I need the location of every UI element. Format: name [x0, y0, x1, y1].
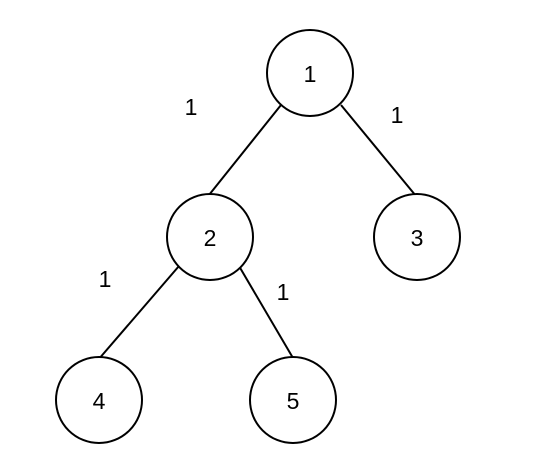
node-1-label: 1	[304, 61, 317, 87]
edge-2-4	[97, 265, 180, 361]
node-5-label: 5	[287, 388, 300, 414]
edge-2-5-weight: 1	[277, 279, 290, 305]
edge-2-4-weight: 1	[99, 266, 112, 292]
edge-2-5	[238, 265, 294, 359]
node-4-circle	[55, 356, 143, 444]
edge-1-2	[208, 104, 282, 196]
node-2-label: 2	[204, 225, 217, 251]
tree-node-2: 2	[166, 193, 254, 281]
edge-1-3-weight: 1	[391, 102, 404, 128]
tree-node-5: 5	[249, 356, 337, 444]
node-4-label: 4	[93, 388, 106, 414]
node-1-circle	[266, 29, 354, 117]
tree-node-1: 1	[266, 29, 354, 117]
tree-node-4: 4	[55, 356, 143, 444]
edge-1-2-weight: 1	[185, 94, 198, 120]
tree-node-3: 3	[373, 193, 461, 281]
node-3-circle	[373, 193, 461, 281]
edge-1-3	[340, 104, 417, 197]
node-3-label: 3	[411, 225, 424, 251]
node-5-circle	[249, 356, 337, 444]
node-2-circle	[166, 193, 254, 281]
